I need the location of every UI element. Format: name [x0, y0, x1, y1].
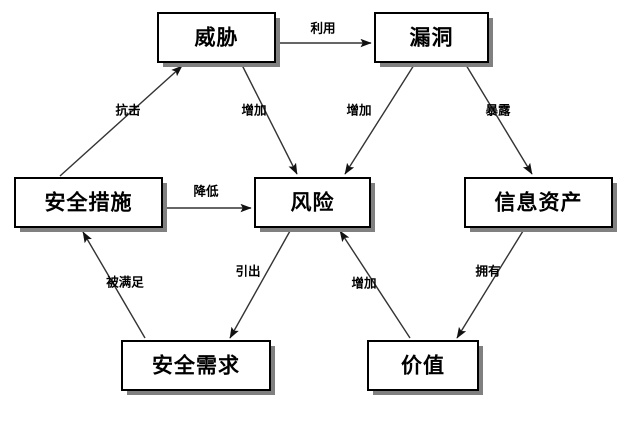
edge-threat-increases-risk [241, 64, 298, 175]
node-label-value: 价值 [401, 354, 445, 378]
edge-label-value-increases-risk: 增加 [351, 276, 376, 291]
edge-label-vuln-increases-risk: 增加 [346, 103, 371, 118]
edge-label-control-reduces-risk: 降低 [193, 184, 219, 199]
edges-layer [59, 38, 533, 339]
edge-vuln-increases-risk [344, 64, 415, 175]
edge-vuln-exposes-asset [465, 64, 533, 175]
edge-control-counters-threat [59, 65, 183, 177]
node-label-asset: 信息资产 [495, 191, 583, 215]
node-label-vuln: 漏洞 [410, 26, 454, 50]
edge-label-threat-exploits-vuln: 利用 [310, 21, 335, 36]
node-box-control[interactable] [14, 177, 163, 228]
node-box-threat[interactable] [157, 12, 276, 63]
node-box-value[interactable] [367, 340, 479, 391]
edge-label-vuln-exposes-asset: 暴露 [484, 103, 511, 118]
edge-label-risk-derives-need: 引出 [235, 264, 260, 279]
node-box-need[interactable] [121, 340, 271, 391]
edge-label-asset-has-value: 拥有 [475, 264, 500, 279]
node-label-threat: 威胁 [195, 26, 239, 50]
edge-value-increases-risk [339, 230, 411, 339]
edge-label-need-satisfied-by-control: 被满足 [106, 275, 144, 290]
node-box-vuln[interactable] [374, 12, 489, 63]
node-box-asset[interactable] [464, 177, 613, 228]
edge-need-satisfied-by-control [82, 231, 146, 339]
edge-labels-layer: 利用抗击增加增加暴露降低被满足引出增加拥有 [106, 21, 511, 291]
node-threat[interactable]: 威胁 [157, 12, 280, 67]
node-label-need: 安全需求 [152, 354, 240, 378]
edge-asset-has-value [456, 230, 524, 339]
node-need[interactable]: 安全需求 [121, 340, 275, 395]
node-value[interactable]: 价值 [367, 340, 483, 395]
node-label-control: 安全措施 [45, 191, 133, 215]
node-box-risk[interactable] [254, 177, 371, 228]
node-asset[interactable]: 信息资产 [464, 177, 617, 232]
node-label-risk: 风险 [291, 191, 335, 215]
node-vuln[interactable]: 漏洞 [374, 12, 493, 67]
edge-risk-derives-need [229, 230, 291, 339]
edge-label-threat-increases-risk: 增加 [241, 103, 266, 118]
node-control[interactable]: 安全措施 [14, 177, 167, 232]
node-risk[interactable]: 风险 [254, 177, 375, 232]
edge-label-control-counters-threat: 抗击 [115, 103, 140, 118]
